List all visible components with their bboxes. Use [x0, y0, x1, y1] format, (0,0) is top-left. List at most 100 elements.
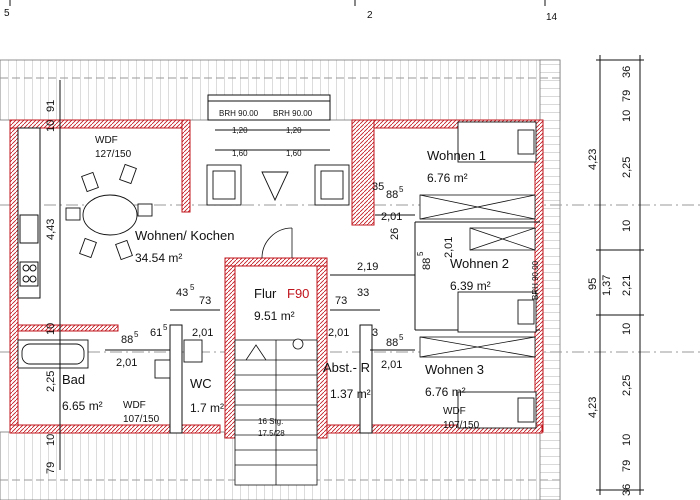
right-dim-36b: 36 [621, 484, 633, 496]
left-dim-10a: 10 [45, 120, 57, 132]
right-dim-137: 1,37 [601, 275, 613, 296]
dim-88b: 88 [386, 337, 398, 349]
left-dim-10c: 10 [45, 434, 57, 446]
dim-201b: 2,01 [328, 327, 349, 339]
dim-88c: 88 [386, 189, 398, 201]
right-dim-225a: 2,25 [621, 157, 633, 178]
wdf-w3-label: WDF [443, 406, 466, 417]
room-wohnen3-name: Wohnen 3 [425, 362, 484, 377]
kitchen-counter [17, 127, 41, 299]
left-dim-79: 79 [45, 462, 57, 474]
dim-201d: 2,01 [116, 357, 137, 369]
right-outer-423b: 4,23 [587, 397, 599, 418]
room-bad-area: 6.65 m² [62, 399, 103, 413]
dormer-brh-left: BRH 90.00 [219, 109, 259, 118]
window-labels: WDF 127/150 WDF 107/150 WDF 107/150 BRH … [95, 135, 540, 431]
wdf-kitchen-label: WDF [95, 135, 118, 146]
right-dim-10d: 10 [621, 434, 633, 446]
wardrobes [419, 194, 536, 358]
dormer-window: BRH 90.00 BRH 90.00 1,20 1,20 1,60 1,60 [207, 94, 331, 158]
bathtub [17, 339, 203, 379]
dim-73a: 73 [199, 295, 211, 307]
stair-ratio: 17.5/28 [258, 429, 285, 438]
stair-label: 16 Stg. 17.5/28 [258, 417, 285, 438]
room-wohnkochen-name: Wohnen/ Kochen [135, 228, 235, 243]
right-dim-10c: 10 [621, 323, 633, 335]
interior-walls [17, 221, 540, 439]
dim-88a: 88 [121, 334, 133, 346]
left-dim-225: 2,25 [45, 371, 57, 392]
dim-88d: 88 [421, 258, 433, 270]
room-flur-fire-rating: F90 [287, 286, 309, 301]
dormer-height-2: 1,60 [286, 149, 302, 158]
dim-43: 43 [176, 287, 188, 299]
dim-61-sup: 5 [163, 323, 168, 332]
room-flur-area: 9.51 m² [254, 309, 295, 323]
room-wohnen2-area: 6.39 m² [450, 279, 491, 293]
room-wohnen1-name: Wohnen 1 [427, 148, 486, 163]
dim-219: 2,19 [357, 261, 378, 273]
dim-201-vert: 2,01 [443, 237, 455, 258]
interior-dimensions: 43 5 73 73 33 2,19 2,01 2,01 2,01 2,01 2… [105, 181, 455, 371]
right-dimensions: 36 79 10 2,25 10 2,21 1,37 10 2,25 10 79… [587, 55, 644, 496]
right-dim-10b: 10 [621, 220, 633, 232]
room-bad-name: Bad [62, 372, 85, 387]
side-window-brh: BRH 90.00 [531, 260, 540, 300]
left-dimensions: 91 10 4,43 10 2,25 10 79 [45, 80, 61, 474]
dim-88d-sup: 5 [416, 251, 425, 256]
dim-33: 33 [357, 287, 369, 299]
dormer-height-1: 1,60 [232, 149, 248, 158]
dim-88b-sup: 5 [399, 333, 404, 342]
dim-35: 35 [372, 181, 384, 193]
wdf-bad-label: WDF [123, 400, 146, 411]
dim-3: 3 [372, 327, 378, 339]
dining-table [65, 163, 153, 261]
right-dim-225b: 2,25 [621, 375, 633, 396]
right-outer-423a: 4,23 [587, 149, 599, 170]
exterior-walls [9, 119, 544, 434]
wdf-w3-size: 107/150 [443, 420, 480, 431]
dim-201e: 2,01 [381, 359, 402, 371]
right-dim-79b: 79 [621, 460, 633, 472]
stair-steps: 16 Stg. [258, 417, 283, 426]
top-axis-label-a: 5 [4, 8, 10, 19]
right-dim-79a: 79 [621, 90, 633, 102]
dormer-width-2: 1,20 [286, 126, 302, 135]
right-outer-95: 95 [587, 278, 599, 290]
room-labels: Wohnen/ Kochen 34.54 m² Wohnen 1 6.76 m²… [62, 148, 509, 415]
top-axis-label-b: 2 [367, 10, 373, 21]
left-dim-91: 91 [45, 100, 57, 112]
dormer-width-1: 1,20 [232, 126, 248, 135]
right-dim-36a: 36 [621, 66, 633, 78]
dim-88a-sup: 5 [134, 330, 139, 339]
room-wc-name: WC [190, 376, 212, 391]
staircase [234, 338, 318, 486]
left-dim-443: 4,43 [45, 219, 57, 240]
dormer-brh-right: BRH 90.00 [273, 109, 313, 118]
lounge-furniture [206, 164, 350, 206]
room-wohnen2-name: Wohnen 2 [450, 256, 509, 271]
dim-43-sup: 5 [190, 283, 195, 292]
dim-88c-sup: 5 [399, 185, 404, 194]
room-wohnen1-area: 6.76 m² [427, 171, 468, 185]
right-dim-221: 2,21 [621, 275, 633, 296]
wdf-kitchen-size: 127/150 [95, 149, 132, 160]
flur-door [261, 227, 293, 259]
dim-201c: 2,01 [381, 211, 402, 223]
room-wohnen3-area: 6.76 m² [425, 385, 466, 399]
top-axis: 5 2 14 [4, 0, 558, 23]
wdf-bad-size: 107/150 [123, 414, 160, 425]
room-wohnkochen-area: 34.54 m² [135, 251, 182, 265]
dim-201a: 2,01 [192, 327, 213, 339]
room-abst-area: 1.37 m² [330, 387, 371, 401]
right-dim-10a: 10 [621, 110, 633, 122]
dim-61: 61 [150, 327, 162, 339]
top-axis-label-c: 14 [546, 12, 558, 23]
left-dim-10b: 10 [45, 323, 57, 335]
room-flur-name: Flur [254, 286, 277, 301]
room-abst-name: Abst.- R [323, 360, 370, 375]
dim-26: 26 [389, 228, 401, 240]
room-wc-area: 1.7 m² [190, 401, 224, 415]
beds [457, 121, 537, 429]
